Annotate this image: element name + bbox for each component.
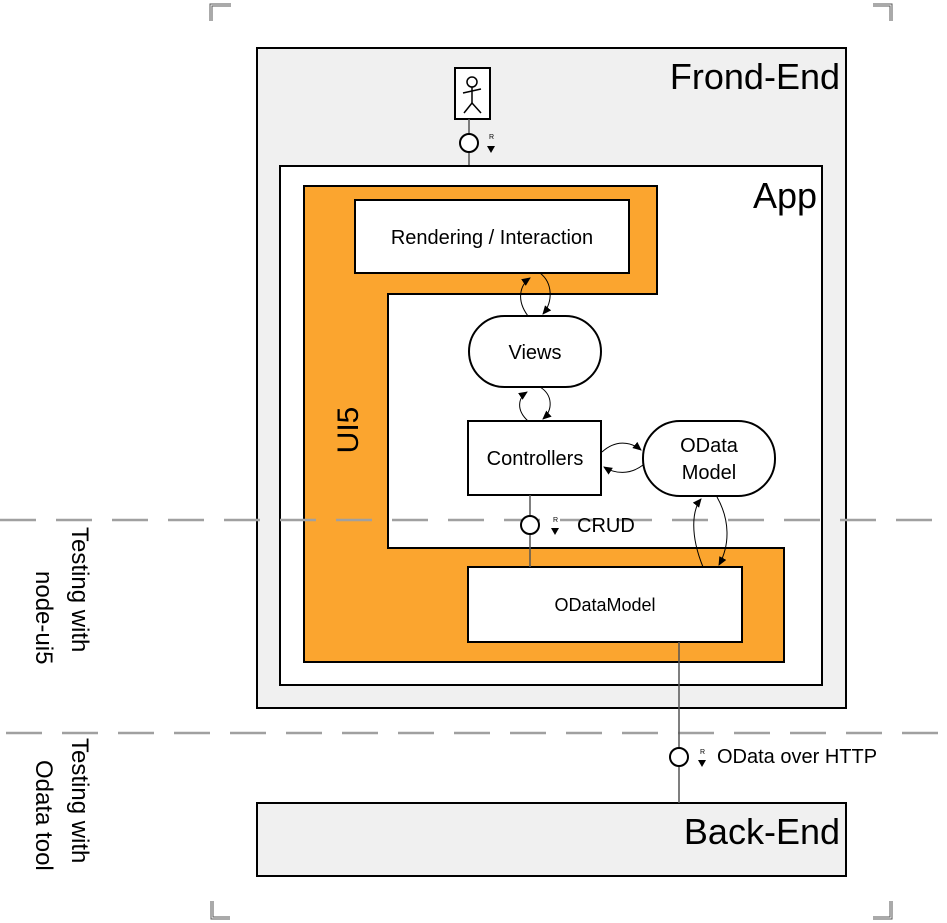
crud-label: CRUD (577, 515, 635, 537)
actor-port: R (459, 133, 495, 153)
app-title: App (753, 175, 817, 216)
svg-text:Odata tool: Odata tool (30, 760, 57, 871)
views-controllers-arrows (518, 386, 552, 422)
http-port: R (669, 747, 706, 767)
controllers-box[interactable] (467, 420, 602, 496)
backend-container (256, 802, 847, 877)
ui5-title: UI5 (332, 407, 365, 454)
svg-text:R: R (700, 749, 705, 756)
svg-text:node-ui5: node-ui5 (30, 571, 57, 664)
testing-zone-odata-tool: Testing with Odata tool (30, 738, 93, 871)
svg-text:R: R (553, 517, 558, 524)
http-label: OData over HTTP (717, 746, 877, 768)
odata-model-odatamodel-arrows (692, 496, 728, 568)
rendering-views-arrows (520, 272, 552, 317)
corner-mark-bottom-left (210, 901, 230, 920)
views-label: Views (509, 342, 562, 364)
svg-text:R: R (489, 134, 494, 141)
frontend-title: Frond-End (670, 56, 840, 97)
views-node[interactable] (468, 315, 602, 388)
controllers-odata-model-arrows (601, 441, 644, 475)
corner-mark-top-left (209, 3, 231, 21)
odata-model-label-line1: OData (680, 435, 739, 457)
odata-model-node[interactable] (642, 420, 776, 497)
corner-mark-top-right (873, 3, 893, 21)
user-actor-icon (454, 67, 491, 120)
svg-text:Testing with: Testing with (66, 527, 93, 652)
rendering-interaction-box[interactable] (354, 199, 630, 274)
corner-mark-bottom-right (873, 901, 893, 920)
backend-title: Back-End (684, 811, 840, 852)
rendering-interaction-label: Rendering / Interaction (391, 227, 593, 249)
odatamodel-box[interactable] (467, 566, 743, 643)
svg-text:Testing with: Testing with (66, 738, 93, 863)
testing-zone-node-ui5: Testing with node-ui5 (30, 527, 93, 664)
odata-model-label-line2: Model (682, 462, 736, 484)
crud-port: R (520, 515, 559, 535)
controllers-label: Controllers (487, 448, 584, 470)
odatamodel-label: ODataModel (554, 595, 655, 615)
